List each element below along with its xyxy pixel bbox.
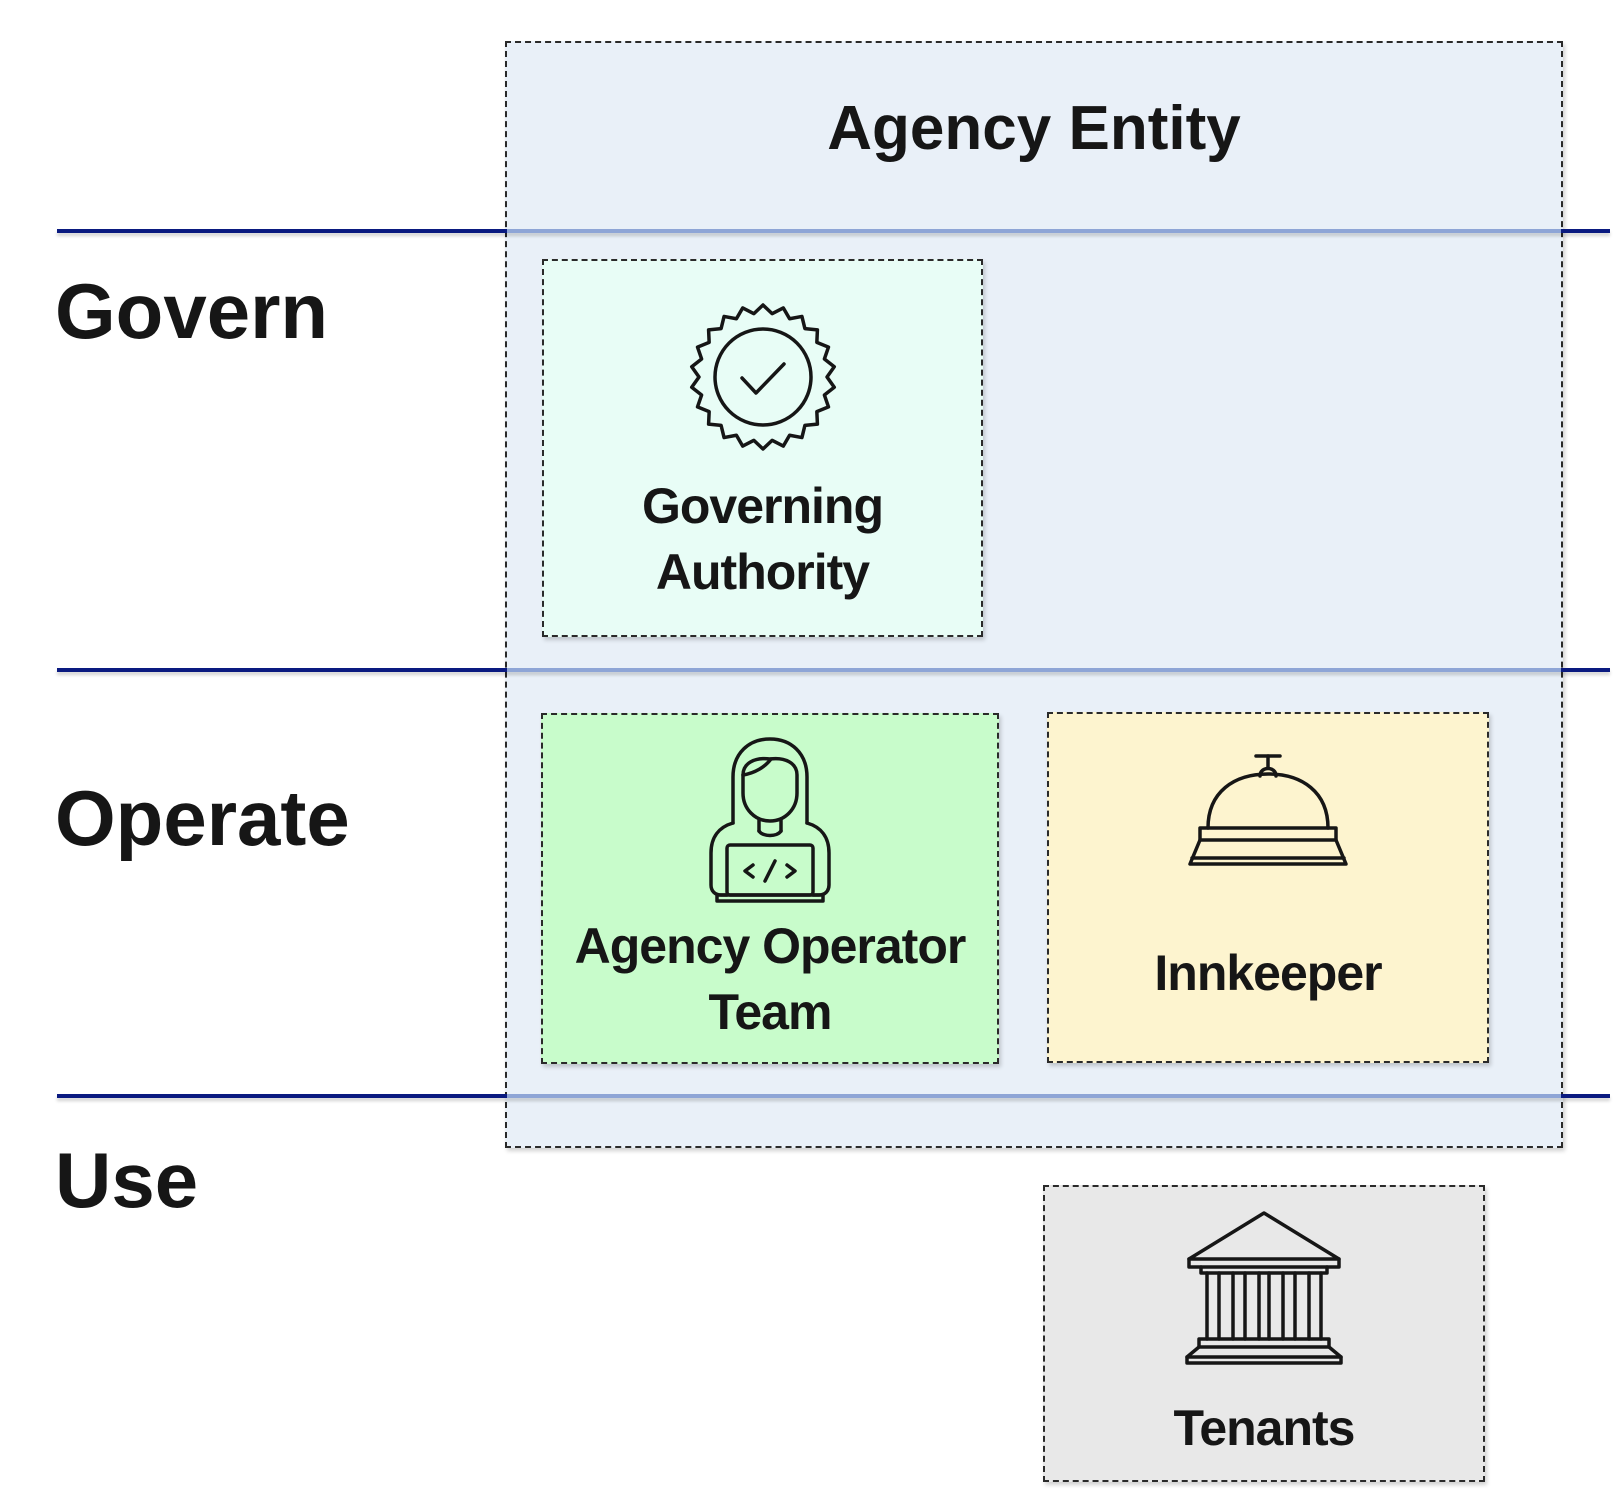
lane-divider-govern-overlay [507,229,1561,233]
lane-divider-operate-overlay [507,668,1561,672]
developer-icon [709,737,831,903]
lane-label-use: Use [55,1136,199,1224]
operator-team-label-line2: Team [708,984,833,1040]
governing-authority-label-line1: Governing [641,478,884,534]
governing-authority-card: Governing Authority [542,259,983,637]
operator-team-label-line1: Agency Operator [574,918,967,974]
innkeeper-label: Innkeeper [1154,945,1382,1001]
tenants-label: Tenants [1173,1400,1356,1456]
innkeeper-card: Innkeeper [1047,712,1489,1063]
lane-label-operate: Operate [55,774,350,862]
tenants-card: Tenants [1043,1185,1485,1482]
governing-authority-label-line2: Authority [655,544,870,600]
lane-divider-use-overlay [507,1094,1561,1098]
lane-label-govern: Govern [55,267,329,355]
institution-building-icon [1185,1211,1343,1365]
agency-entity-title: Agency Entity [827,94,1241,163]
service-bell-icon [1188,754,1348,866]
certified-badge-icon [689,303,836,451]
agency-operator-team-card: Agency Operator Team [541,713,999,1064]
